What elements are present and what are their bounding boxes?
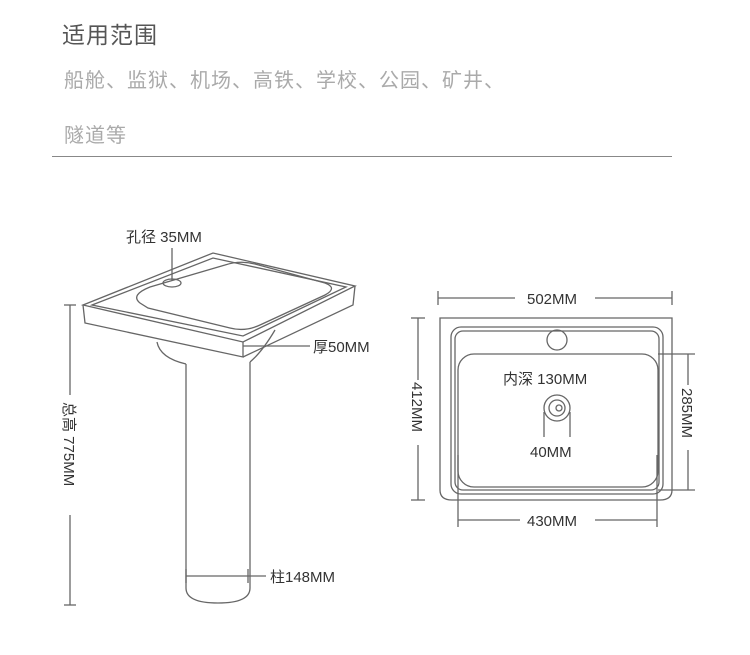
thickness-label: 厚50MM [313,339,370,356]
pedestal-sink-drawing [64,248,357,606]
hole-label: 孔径 35MM [126,229,202,246]
drain-label: 40MM [530,444,572,461]
usage-list: 船舱、监狱、机场、高铁、学校、公园、矿井、 [64,68,505,92]
faucet-hole [546,329,568,351]
column-label: 柱148MM [270,569,335,586]
inner-width-label: 430MM [527,513,577,530]
inner-depth-label: 内深 130MM [503,371,587,388]
column [185,362,251,604]
usage-list-cont: 隧道等 [64,123,127,147]
height-label: 总高 775MM [60,402,77,486]
depth-label: 412MM [408,382,425,432]
inner-length-label: 285MM [678,388,695,438]
section-title: 适用范围 [62,23,158,49]
divider [52,156,672,157]
drain [543,394,571,422]
width-label: 502MM [527,291,577,308]
top-view-drawing [411,291,695,527]
